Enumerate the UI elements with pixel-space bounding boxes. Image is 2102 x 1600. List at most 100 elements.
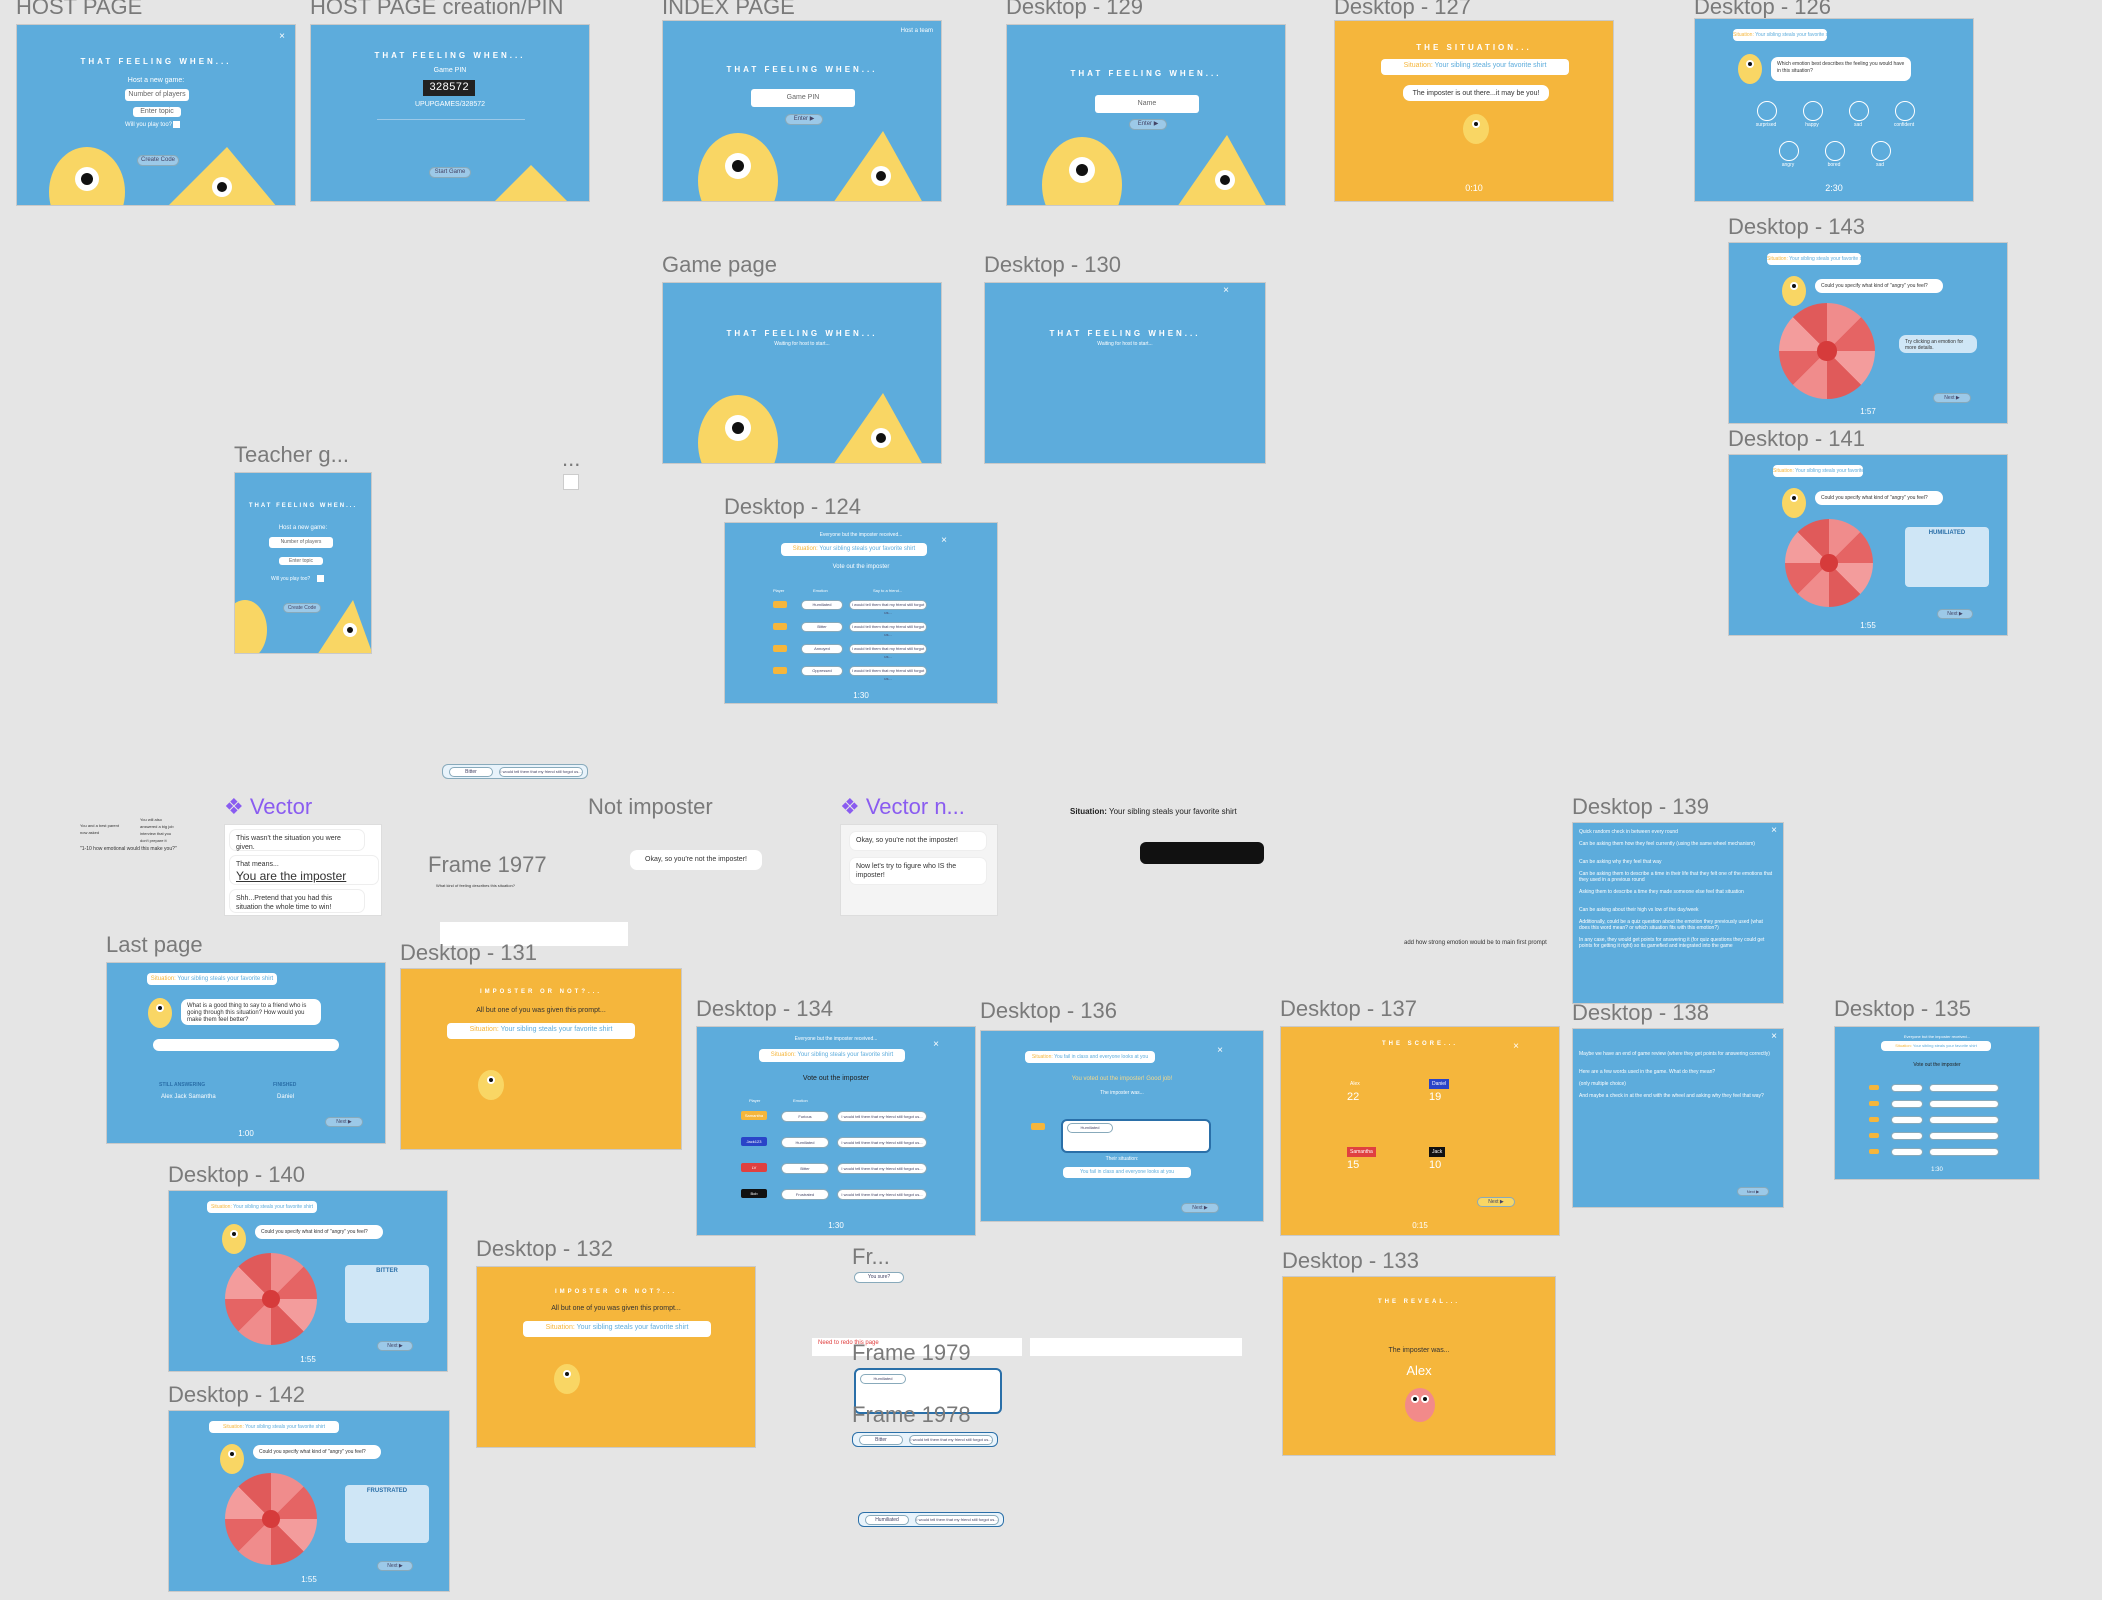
close-icon[interactable]: × (279, 31, 285, 42)
say-pill[interactable] (1929, 1116, 1999, 1124)
blank-frame[interactable] (1030, 1338, 1242, 1356)
next-button[interactable]: Next ▶ (1933, 393, 1971, 403)
enter-button[interactable]: Enter ▶ (785, 114, 823, 125)
say-pill[interactable] (1929, 1100, 1999, 1108)
say-pill[interactable]: I would tell them that my friend still f… (849, 600, 927, 615)
confident-face-icon[interactable] (1895, 101, 1915, 121)
you-sure-button[interactable]: You sure? (854, 1272, 904, 1283)
enter-button[interactable]: Enter ▶ (1129, 119, 1167, 130)
angry-face-icon[interactable] (1779, 141, 1799, 161)
game-pin-input[interactable]: Game PIN (751, 89, 855, 107)
emotion-pill[interactable] (1891, 1132, 1923, 1140)
frame-d134[interactable]: Everyone but the imposter received... × … (696, 1026, 976, 1236)
frame-d141[interactable]: Situation: Your sibling steals your favo… (1728, 454, 2008, 636)
say-pill[interactable] (1929, 1084, 1999, 1092)
emotion-pill[interactable]: Oppressed (801, 666, 843, 676)
placeholder-frame[interactable] (563, 474, 579, 490)
frame-host-pin[interactable]: THAT FEELING WHEN... Game PIN 328572 UPU… (310, 24, 590, 202)
answer-input[interactable] (153, 1039, 339, 1051)
bored-face-icon[interactable] (1825, 141, 1845, 161)
play-checkbox[interactable] (317, 575, 324, 582)
frame-d138[interactable]: × Maybe we have an end of game review (w… (1572, 1028, 1784, 1208)
frame-d135[interactable]: Everyone but the imposter received... Si… (1834, 1026, 2040, 1180)
emotion-pill[interactable] (1891, 1148, 1923, 1156)
close-icon[interactable]: × (1513, 1041, 1519, 1052)
frame-d130[interactable]: × THAT FEELING WHEN... Waiting for host … (984, 282, 1266, 464)
frame-d139[interactable]: × Quick random check in between every ro… (1572, 822, 1784, 1004)
play-checkbox[interactable] (173, 121, 180, 128)
num-players-input[interactable]: Number of players (269, 537, 333, 548)
surprised-face-icon[interactable] (1757, 101, 1777, 121)
answer-row-component[interactable]: Bitter I would tell them that my friend … (852, 1432, 998, 1447)
frame-vector[interactable]: This wasn't the situation you were given… (224, 824, 382, 916)
emotion-pill[interactable]: Bitter (801, 622, 843, 632)
close-icon[interactable]: × (1771, 1031, 1777, 1042)
frame-d124[interactable]: Everyone but the imposter received... × … (724, 522, 998, 704)
emotion-pill[interactable]: Furious (781, 1111, 829, 1122)
frame-d142[interactable]: Situation: Your sibling steals your favo… (168, 1410, 450, 1592)
name-input[interactable]: Name (1095, 95, 1199, 113)
happy-face-icon[interactable] (1803, 101, 1823, 121)
answer-row-component[interactable]: Bitter I would tell them that my friend … (442, 764, 588, 779)
frame-d131[interactable]: IMPOSTER OR NOT?... All but one of you w… (400, 968, 682, 1150)
say-pill[interactable] (1929, 1148, 1999, 1156)
enter-topic-input[interactable]: Enter topic (279, 557, 323, 565)
close-icon[interactable]: × (941, 535, 947, 546)
blank-frame[interactable] (440, 922, 628, 946)
next-button[interactable]: Next ▶ (325, 1117, 363, 1127)
player-tag[interactable]: Jack123 (741, 1137, 767, 1146)
next-button[interactable]: Next ▶ (1477, 1197, 1515, 1207)
frame-index-page[interactable]: Host a team THAT FEELING WHEN... Game PI… (662, 20, 942, 202)
enter-topic-input[interactable]: Enter topic (133, 107, 181, 117)
frame-teacher[interactable]: THAT FEELING WHEN... Host a new game: Nu… (234, 472, 372, 654)
emotion-pill[interactable]: Annoyed (801, 644, 843, 654)
next-button[interactable]: Next ▶ (1181, 1203, 1219, 1213)
answer-row-component[interactable]: Humiliated I would tell them that my fri… (858, 1512, 1004, 1527)
sad-face-icon[interactable] (1871, 141, 1891, 161)
emotion-wheel[interactable] (225, 1473, 317, 1565)
frame1979-card[interactable]: Humiliated (854, 1368, 1002, 1414)
emotion-wheel[interactable] (1785, 519, 1873, 607)
next-button[interactable]: Next ▶ (377, 1341, 413, 1351)
emotion-pill[interactable] (1891, 1116, 1923, 1124)
frame-d136[interactable]: Situation: You fail in class and everyon… (980, 1030, 1264, 1222)
close-icon[interactable]: × (1217, 1045, 1223, 1056)
say-pill[interactable]: I would tell them that my friend still f… (837, 1137, 927, 1148)
frame-d127[interactable]: THE SITUATION... Situation: Your sibling… (1334, 20, 1614, 202)
next-button[interactable]: Next ▶ (1937, 609, 1973, 619)
frame-d126[interactable]: Situation: Your sibling steals your favo… (1694, 18, 1974, 202)
say-pill[interactable]: I would tell them that my friend still f… (849, 644, 927, 659)
emotion-pill[interactable]: Humiliated (801, 600, 843, 610)
say-pill[interactable]: I would tell them that my friend still f… (837, 1111, 927, 1122)
emotion-pill[interactable]: Frustrated (781, 1189, 829, 1200)
player-tag[interactable]: Bob (741, 1189, 767, 1198)
frame-last-page[interactable]: Situation: Your sibling steals your favo… (106, 962, 386, 1144)
start-game-button[interactable]: Start Game (429, 167, 471, 178)
frame-d129[interactable]: THAT FEELING WHEN... Name Enter ▶ (1006, 24, 1286, 206)
frame-d143[interactable]: Situation: Your sibling steals your favo… (1728, 242, 2008, 424)
frame-game-page[interactable]: THAT FEELING WHEN... Waiting for host to… (662, 282, 942, 464)
frame-d140[interactable]: Situation: Your sibling steals your favo… (168, 1190, 448, 1372)
num-players-input[interactable]: Number of players (125, 89, 189, 101)
frame-d132[interactable]: IMPOSTER OR NOT?... All but one of you w… (476, 1266, 756, 1448)
close-icon[interactable]: × (1771, 825, 1777, 836)
create-code-button[interactable]: Create Code (283, 603, 321, 613)
emotion-wheel[interactable] (225, 1253, 317, 1345)
host-team-link[interactable]: Host a team (900, 28, 933, 34)
blank-frame[interactable]: Need to redo this page (812, 1338, 1022, 1356)
next-button[interactable]: Next ▶ (1737, 1187, 1769, 1196)
say-pill[interactable]: I would tell them that my friend still f… (849, 622, 927, 637)
close-icon[interactable]: × (1223, 285, 1229, 296)
emotion-pill[interactable]: Humiliated (781, 1137, 829, 1148)
emotion-pill[interactable] (1891, 1084, 1923, 1092)
frame-vector-n[interactable]: Okay, so you're not the imposter! Now le… (840, 824, 998, 916)
player-tag[interactable]: LV (741, 1163, 767, 1172)
sad-face-icon[interactable] (1849, 101, 1869, 121)
next-button[interactable]: Next ▶ (377, 1561, 413, 1571)
emotion-wheel[interactable] (1779, 303, 1875, 399)
say-pill[interactable]: I would tell them that my friend still f… (837, 1189, 927, 1200)
say-pill[interactable] (1929, 1132, 1999, 1140)
emotion-pill[interactable] (1891, 1100, 1923, 1108)
frame-host-page[interactable]: × THAT FEELING WHEN... Host a new game: … (16, 24, 296, 206)
